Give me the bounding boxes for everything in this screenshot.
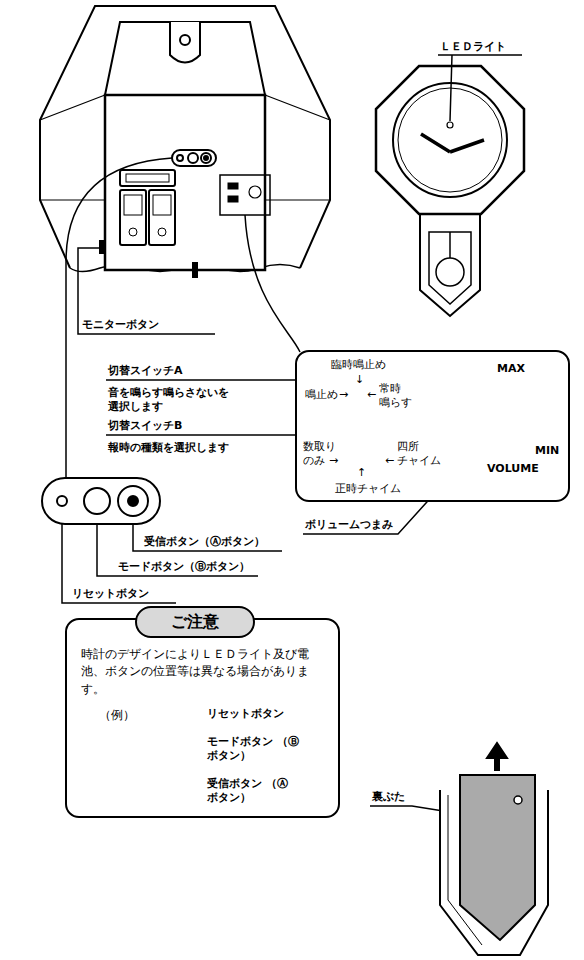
part-label: 切替スイッチB [108, 419, 182, 433]
switch-panel: 臨時鳴止め↓鳴止め→←常時 鳴らす数取り のみ→←四所 チャイム↑正時チャイムM… [295, 350, 570, 502]
node-text: 四所 チャイム [397, 440, 447, 468]
node-text: 受信ボタン （Ⓐボタン） [207, 777, 307, 805]
node-text: ← [367, 388, 376, 402]
node-text: VOLUME [487, 462, 539, 476]
notice-heading: ご注意 [135, 606, 255, 638]
wire [192, 262, 198, 278]
part-label: 切替スイッチA [108, 364, 183, 378]
monitor-button [99, 240, 105, 254]
node-text: 鳴止め [305, 388, 338, 402]
node-text: リセットボタン [207, 707, 284, 721]
node-text: ↓ [355, 373, 364, 387]
part-label: ボリュームつまみ [305, 518, 393, 532]
part-label: 報時の種類を選択します [108, 441, 229, 455]
notice-box: 時計のデザインによりＬＥＤライト及び電池、ボタンの位置等は異なる場合があります。… [65, 618, 340, 818]
node-text: MIN [535, 444, 559, 458]
node-text: （例） [99, 708, 135, 723]
part-label: モードボタン（Ⓑボタン） [118, 560, 250, 574]
battery-cover [440, 743, 548, 955]
node-text: 時計のデザインによりＬＥＤライト及び電池、ボタンの位置等は異なる場合があります。 [81, 646, 328, 698]
node-text: MAX [497, 362, 525, 376]
node-text: モードボタン （Ⓑボタン） [207, 735, 307, 763]
button-cluster [42, 478, 160, 524]
part-label: ＬＥＤライト [440, 40, 506, 54]
node-text: 正時チャイム [335, 482, 401, 496]
node-text: ← [385, 454, 394, 468]
part-label: 裏ぶた [372, 790, 405, 804]
node-text: ↑ [357, 466, 366, 480]
part-label: 音を鳴らす鳴らさないを 選択します [108, 386, 278, 414]
node-text: → [329, 454, 338, 468]
node-text: 臨時鳴止め [331, 358, 386, 372]
node-text: → [339, 388, 348, 402]
part-label: 受信ボタン（Ⓐボタン） [144, 535, 265, 549]
node-text: 常時 鳴らす [379, 382, 415, 410]
part-label: リセットボタン [72, 587, 149, 601]
part-label: モニターボタン [82, 318, 159, 332]
clock-back [40, 6, 330, 272]
heading-text: ご注意 [171, 612, 219, 632]
